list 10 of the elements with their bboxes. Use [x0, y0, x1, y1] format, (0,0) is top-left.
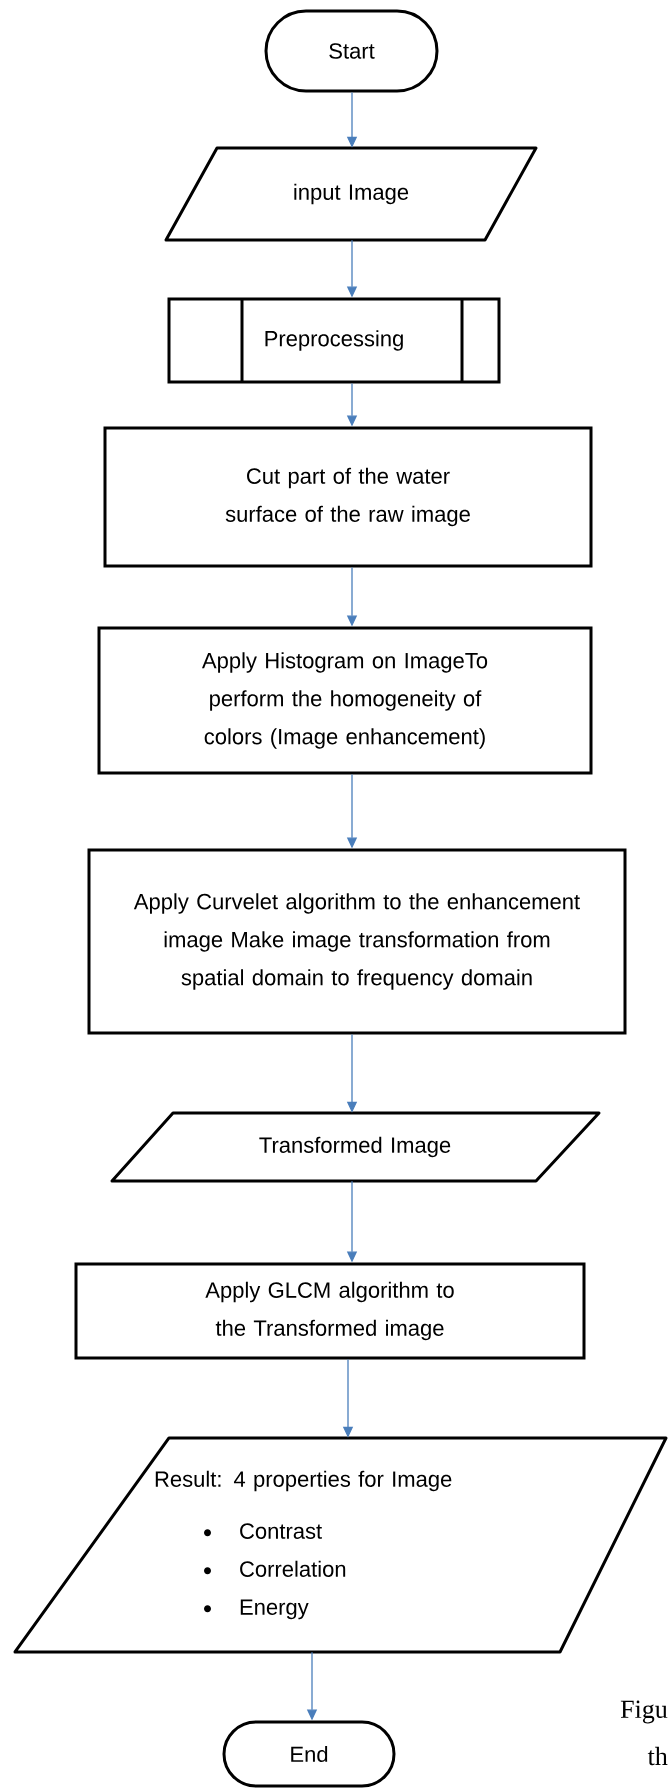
subprocess-box: Preprocessing [167, 297, 501, 384]
process-box: Apply Histogram on ImageTo perform the homogeneity of colors (Image enhancement) [97, 626, 593, 775]
process-box: Apply GLCM algorithm to the Transformed image [74, 1262, 586, 1360]
process-box: Apply Curvelet algorithm to the enhancement image Make image transformation from spatial domain to frequency domain [87, 848, 627, 1035]
caption-text: Figu [620, 1700, 668, 1724]
caption-text: th [647, 1746, 668, 1766]
process-box: Cut part of the water surface of the raw image [103, 426, 593, 568]
data-parallelogram: Transformed Image [110, 1111, 601, 1183]
data-parallelogram: input Image [164, 146, 538, 242]
data-parallelogram: Result: 4 properties for Image Contrast Correlation Energy [13, 1436, 668, 1654]
